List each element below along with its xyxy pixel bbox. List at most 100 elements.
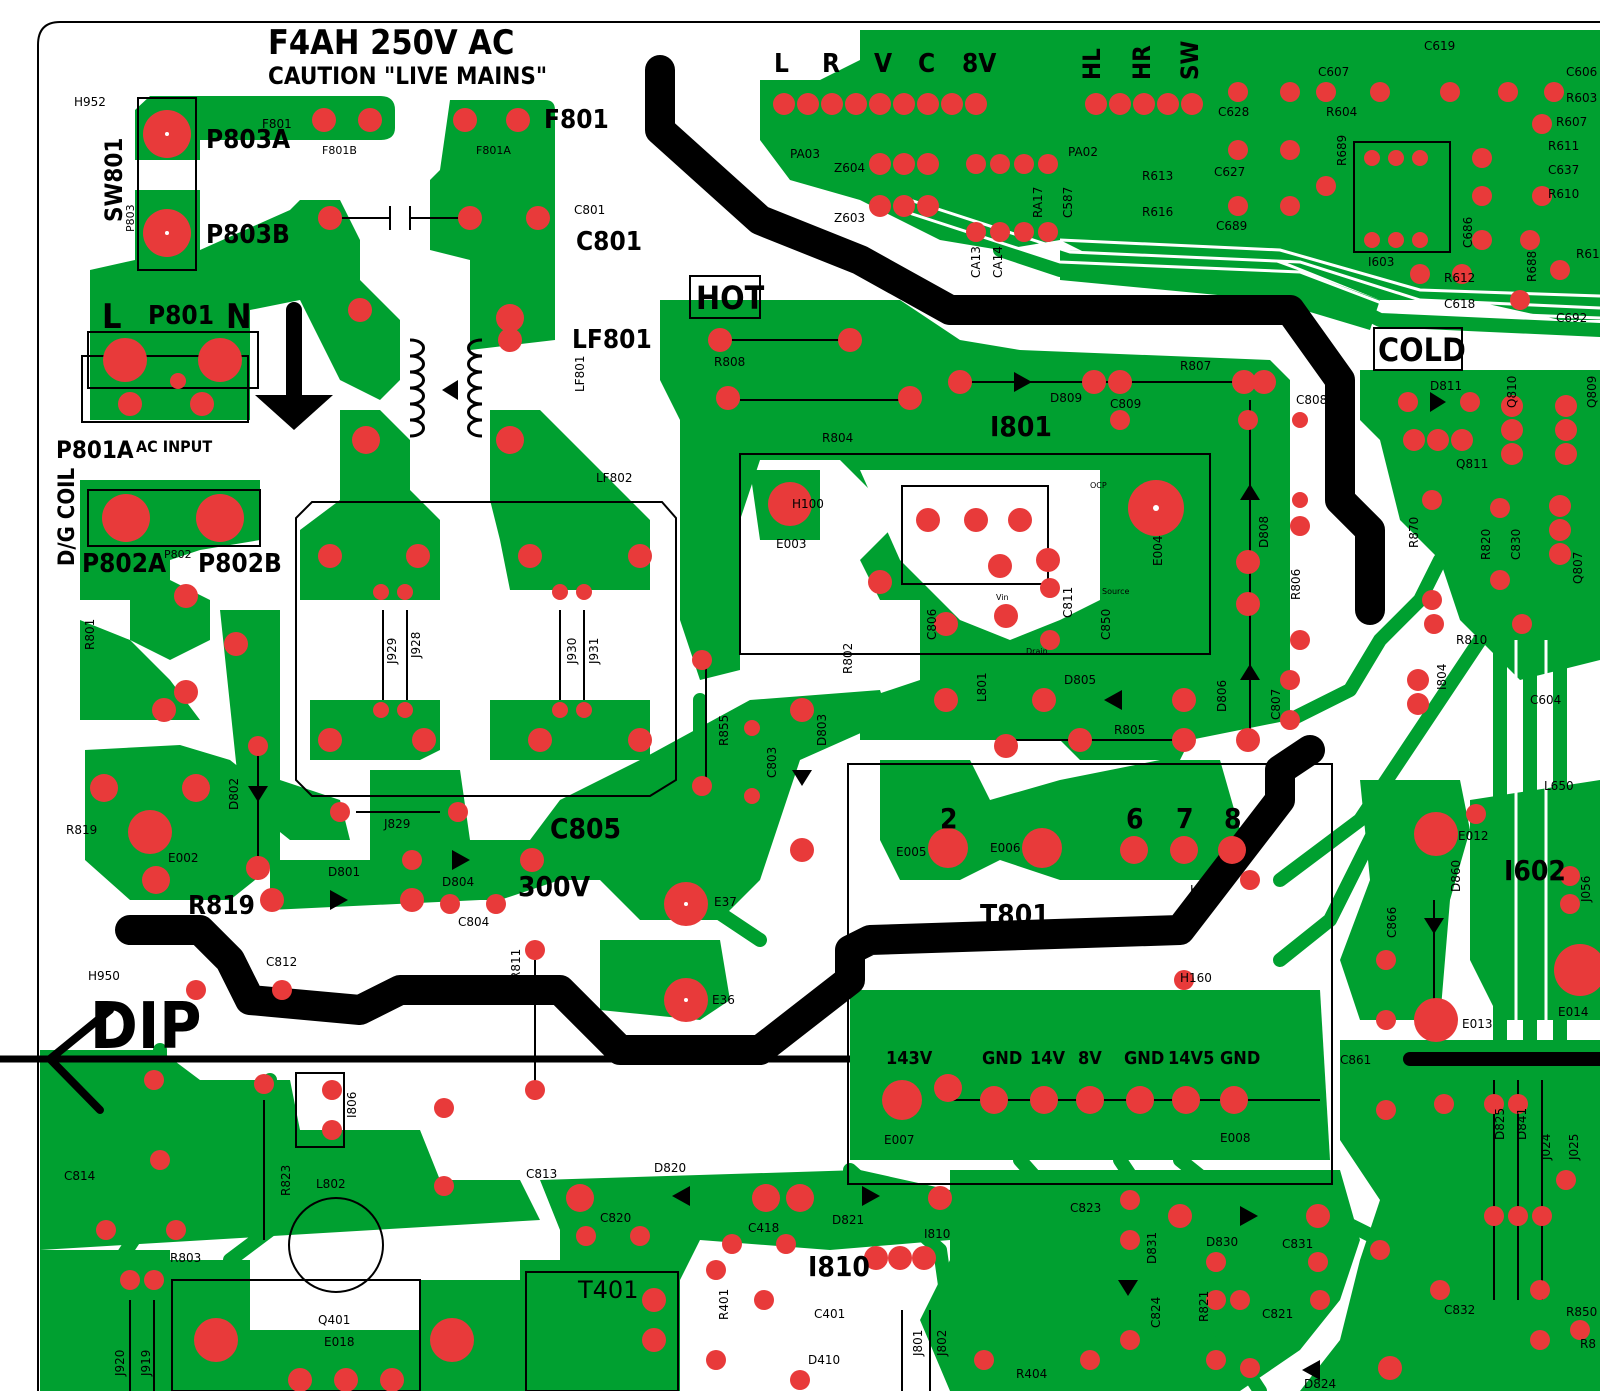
pad-d820-2 bbox=[752, 1184, 780, 1212]
lf801-small-label: LF801 bbox=[573, 356, 587, 393]
c806-label: C806 bbox=[925, 609, 939, 640]
pad-r807-2 bbox=[1252, 370, 1276, 394]
sw801-box bbox=[137, 97, 197, 271]
pad-p802b bbox=[196, 494, 244, 542]
c628-label: C628 bbox=[1218, 105, 1249, 119]
output-143v: 143V bbox=[886, 1048, 933, 1069]
pad-tr-28 bbox=[1532, 186, 1552, 206]
pad-d803-1 bbox=[790, 698, 814, 722]
c808-label: C808 bbox=[1296, 393, 1327, 407]
pad-z604-1 bbox=[869, 153, 891, 175]
e007-label: E007 bbox=[884, 1133, 915, 1147]
drain-label: Drain bbox=[1026, 647, 1048, 656]
pad-h160 bbox=[1174, 970, 1194, 990]
c619-label: C619 bbox=[1424, 39, 1455, 53]
d824-label: D824 bbox=[1304, 1377, 1336, 1391]
pad-c803-2 bbox=[744, 788, 760, 804]
d821-symbol bbox=[862, 1186, 880, 1206]
r610-label: R610 bbox=[1548, 187, 1579, 201]
h160-label: H160 bbox=[1180, 971, 1212, 985]
c830-label: C830 bbox=[1509, 529, 1523, 560]
pad-r804-2 bbox=[898, 386, 922, 410]
output-gnd-1: GND bbox=[982, 1048, 1022, 1069]
pad-misc-r1 bbox=[1376, 1100, 1396, 1120]
pad-d803-2 bbox=[790, 838, 814, 862]
p801a-box bbox=[81, 355, 249, 423]
pad-q401-2 bbox=[430, 1318, 474, 1362]
pad-e006 bbox=[1022, 828, 1062, 868]
pad-r801-2 bbox=[224, 632, 248, 656]
pad-j929-t bbox=[373, 584, 389, 600]
pad-q810-2 bbox=[1501, 419, 1523, 441]
pad-d801-1 bbox=[260, 888, 284, 912]
q810-label: Q810 bbox=[1505, 376, 1519, 408]
r821-label: R821 bbox=[1197, 1291, 1211, 1322]
pad-ca-1 bbox=[966, 154, 986, 174]
r612-label: R612 bbox=[1444, 271, 1475, 285]
diodes bbox=[248, 372, 1446, 1380]
pad-tr-10 bbox=[1228, 196, 1248, 216]
q807-label: Q807 bbox=[1571, 552, 1585, 584]
e013-label: E013 bbox=[1462, 1017, 1493, 1031]
trace-left-2 bbox=[223, 1073, 277, 1267]
pad-d820-1 bbox=[566, 1184, 594, 1212]
d831-label: D831 bbox=[1145, 1232, 1159, 1264]
lf801-core-arrow bbox=[442, 380, 458, 400]
pad-p801-l2 bbox=[118, 392, 142, 416]
c801-small-label: C801 bbox=[574, 203, 605, 217]
pad-tr-14 bbox=[1388, 150, 1404, 166]
dip-line bbox=[0, 1006, 1600, 1114]
c418-label: C418 bbox=[748, 1221, 779, 1235]
pad-d831-1 bbox=[1120, 1230, 1140, 1250]
p802a-label: P802A bbox=[82, 549, 166, 579]
r811-label: R811 bbox=[509, 949, 523, 980]
pad-c814-1 bbox=[96, 1220, 116, 1240]
p801-label: P801 bbox=[148, 301, 214, 331]
pad-out-gnd2 bbox=[1076, 1086, 1104, 1114]
t801-label: T801 bbox=[980, 898, 1050, 931]
pad-d831-2 bbox=[1120, 1330, 1140, 1350]
pa03-label: PA03 bbox=[790, 147, 820, 161]
pad-r855-2 bbox=[692, 776, 712, 796]
c850-label: C850 bbox=[1099, 609, 1113, 640]
pad-pa03-3 bbox=[821, 93, 843, 115]
isolation-barrier bbox=[115, 55, 1385, 1065]
r850-label: R850 bbox=[1566, 1305, 1597, 1319]
r804-label: R804 bbox=[822, 431, 853, 445]
pad-c809-1 bbox=[1108, 370, 1132, 394]
i806-label: I806 bbox=[345, 1092, 359, 1118]
c805-label: C805 bbox=[550, 812, 621, 845]
trace-lower-3 bbox=[1113, 1153, 1337, 1307]
pad-lf801-5 bbox=[496, 426, 524, 454]
pa02-pin-sw: SW bbox=[1176, 40, 1204, 80]
r8x-label: R8 bbox=[1580, 1337, 1596, 1351]
t801-pin-8: 8 bbox=[1224, 802, 1242, 835]
pad-j929-b bbox=[373, 702, 389, 718]
fuse-rating: F4AH 250V AC bbox=[268, 23, 514, 63]
hole-p803a bbox=[165, 132, 169, 136]
c811-label: C811 bbox=[1061, 587, 1075, 618]
q401-label: Q401 bbox=[318, 1313, 350, 1327]
pad-r811-2 bbox=[525, 1080, 545, 1100]
lf801-left-coil bbox=[409, 338, 425, 438]
pad-q807-1 bbox=[1549, 495, 1571, 517]
pad-r810-2 bbox=[1512, 614, 1532, 634]
pad-lf801-4 bbox=[352, 426, 380, 454]
r688-label: R688 bbox=[1525, 251, 1539, 282]
pad-i804-2 bbox=[1407, 693, 1429, 715]
r807-label: R807 bbox=[1180, 359, 1211, 373]
c686-label: C686 bbox=[1461, 217, 1475, 248]
l650-label: L650 bbox=[1544, 779, 1574, 793]
pad-q810-3 bbox=[1501, 443, 1523, 465]
pad-misc-r7 bbox=[1508, 1206, 1528, 1226]
c832-label: C832 bbox=[1444, 1303, 1475, 1317]
pad-tr-13 bbox=[1364, 150, 1380, 166]
pad-tr-5 bbox=[1440, 82, 1460, 102]
pa03-pin-r: R bbox=[822, 49, 840, 79]
pad-misc-r9 bbox=[1370, 1240, 1390, 1260]
t801-pin-2: 2 bbox=[940, 802, 958, 835]
l-label: L bbox=[102, 297, 122, 337]
i801-label: I801 bbox=[990, 410, 1052, 443]
pad-lf802-4 bbox=[628, 544, 652, 568]
output-gnd-3: GND bbox=[1220, 1048, 1260, 1069]
